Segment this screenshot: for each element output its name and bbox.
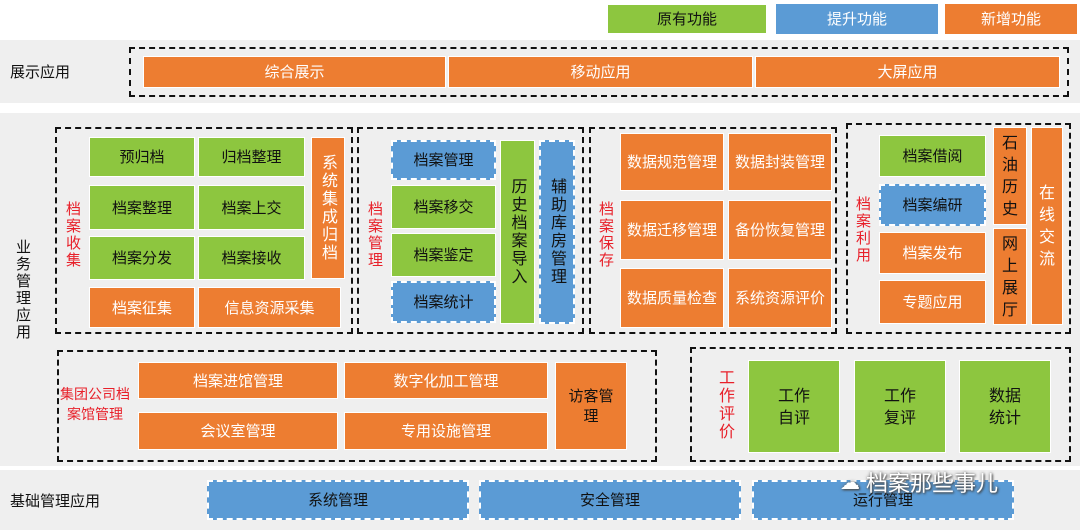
group-archive-item-meeting-room: 会议室管理 xyxy=(138,412,338,450)
display-layer-label: 展示应用 xyxy=(10,63,71,81)
utilization-online-hall: 网上展厅 xyxy=(993,228,1027,325)
collection-item-distribute: 档案分发 xyxy=(89,236,195,280)
business-layer-label: 业务管理应用 xyxy=(14,239,32,341)
utilization-item-publish: 档案发布 xyxy=(879,232,986,274)
base-layer-label: 基础管理应用 xyxy=(10,491,101,510)
watermark-text: 档案那些事儿 xyxy=(866,472,999,497)
preservation-item-resource-eval: 系统资源评价 xyxy=(728,268,832,328)
legend-improved: 提升功能 xyxy=(776,4,938,34)
utilization-item-borrow: 档案借阅 xyxy=(879,135,986,177)
base-item-system: 系统管理 xyxy=(207,480,469,520)
management-item-statistics: 档案统计 xyxy=(391,281,496,323)
utilization-item-compile: 档案编研 xyxy=(879,184,986,226)
group-archive-item-facility: 专用设施管理 xyxy=(344,412,548,450)
collection-item-archive-organize: 归档整理 xyxy=(198,137,305,177)
collection-item-solicit: 档案征集 xyxy=(89,287,195,328)
preservation-group xyxy=(589,127,837,334)
base-item-operation: 运行管理 xyxy=(752,480,1014,520)
management-history-import: 历史档案导入 xyxy=(500,140,535,324)
preservation-title: 档案保存 xyxy=(597,201,615,269)
utilization-group xyxy=(846,123,1071,334)
preservation-item-spec: 数据规范管理 xyxy=(620,133,724,191)
preservation-item-backup: 备份恢复管理 xyxy=(728,200,832,260)
evaluation-group xyxy=(690,347,1071,462)
collection-side-integration: 系统集成归档 xyxy=(311,137,345,279)
management-group xyxy=(357,127,584,334)
evaluation-item-review: 工作复评 xyxy=(854,360,946,453)
preservation-item-encapsulation: 数据封装管理 xyxy=(728,133,832,191)
collection-item-info-collect: 信息资源采集 xyxy=(198,287,341,328)
legend-new: 新增功能 xyxy=(945,4,1077,34)
preservation-item-quality: 数据质量检查 xyxy=(620,268,724,328)
collection-item-organize: 档案整理 xyxy=(89,185,195,230)
collection-item-prearchive: 预归档 xyxy=(89,137,195,177)
display-layer-group xyxy=(129,47,1069,97)
management-warehouse: 辅助库房管理 xyxy=(539,140,575,324)
legend-existing: 原有功能 xyxy=(607,4,767,34)
group-archive-visitor: 访客管理 xyxy=(555,362,627,450)
display-item-comprehensive: 综合展示 xyxy=(143,56,446,88)
display-item-bigscreen: 大屏应用 xyxy=(755,56,1060,88)
collection-group xyxy=(55,127,353,334)
wechat-icon: ☁ xyxy=(840,470,860,494)
utilization-online-exchange: 在线交流 xyxy=(1031,127,1063,325)
management-item-archive-mgmt: 档案管理 xyxy=(391,140,496,180)
group-archive-item-digitize: 数字化加工管理 xyxy=(344,362,548,399)
evaluation-item-stats: 数据统计 xyxy=(959,360,1051,453)
utilization-title: 档案利用 xyxy=(854,196,872,264)
management-title: 档案管理 xyxy=(366,201,384,269)
utilization-item-topic: 专题应用 xyxy=(879,280,986,324)
preservation-item-migration: 数据迁移管理 xyxy=(620,200,724,260)
display-item-mobile: 移动应用 xyxy=(448,56,753,88)
management-item-transfer: 档案移交 xyxy=(391,185,496,229)
evaluation-item-self: 工作自评 xyxy=(748,360,840,453)
evaluation-title: 工作评价 xyxy=(716,369,735,441)
management-item-appraisal: 档案鉴定 xyxy=(391,233,496,277)
collection-item-submit: 档案上交 xyxy=(198,185,305,230)
group-archive-title: 集团公司档案馆管理 xyxy=(60,387,130,423)
collection-item-receive: 档案接收 xyxy=(198,236,305,280)
base-item-security: 安全管理 xyxy=(479,480,741,520)
group-archive-item-intake: 档案进馆管理 xyxy=(138,362,338,399)
collection-title: 档案收集 xyxy=(64,201,82,269)
utilization-oil-history: 石油历史 xyxy=(993,127,1027,225)
watermark: ☁ 档案那些事儿 xyxy=(840,464,998,500)
group-archive-group xyxy=(57,350,657,462)
